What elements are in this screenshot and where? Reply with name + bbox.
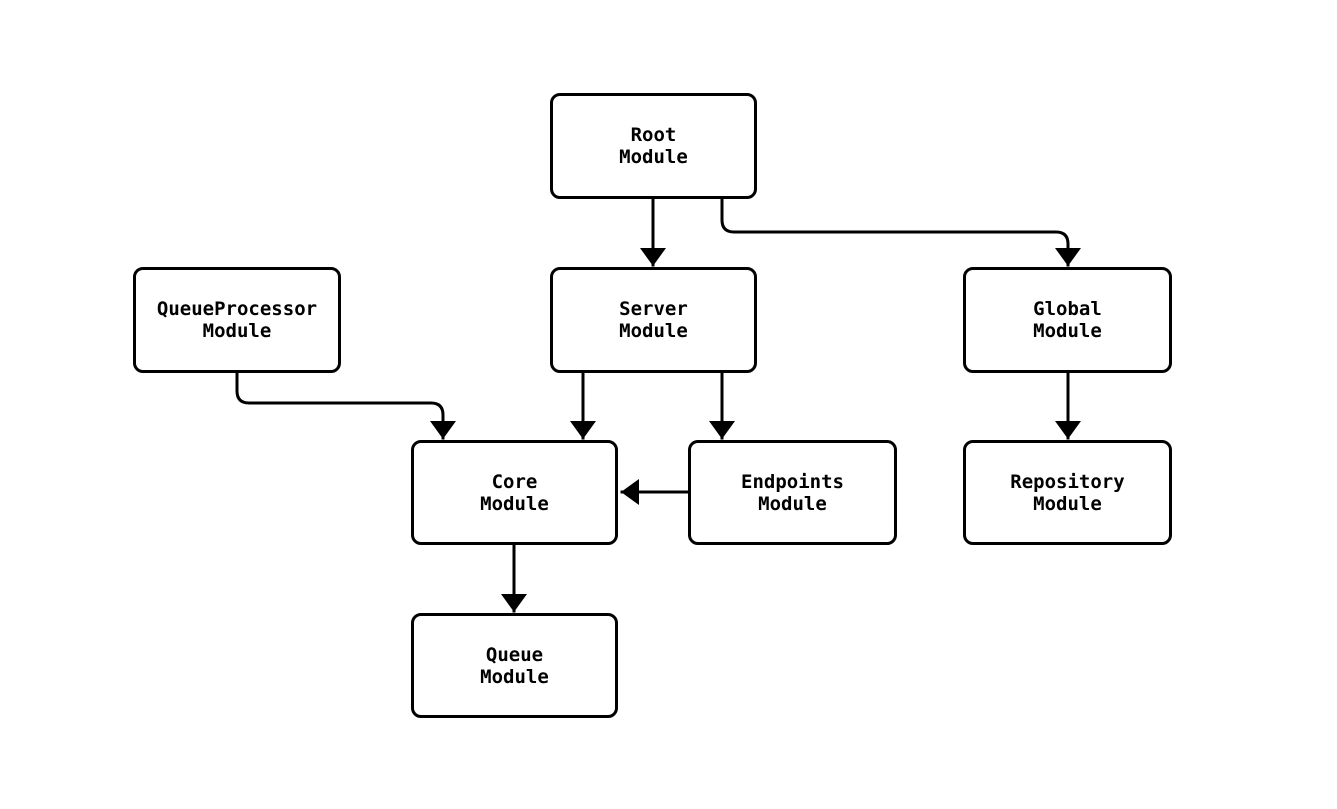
node-global-module: Global Module bbox=[963, 267, 1172, 373]
node-queueprocessor-module-label: QueueProcessor Module bbox=[156, 298, 318, 342]
node-server-module: Server Module bbox=[550, 267, 757, 373]
node-endpoints-module-label: Endpoints Module bbox=[741, 470, 844, 515]
node-core-module-label: Core Module bbox=[480, 470, 549, 515]
node-global-module-label: Global Module bbox=[1033, 298, 1102, 342]
node-core-module: Core Module bbox=[411, 440, 618, 545]
node-queue-module: Queue Module bbox=[411, 613, 618, 718]
node-repository-module: Repository Module bbox=[963, 440, 1172, 545]
edge-root-to-global bbox=[720, 197, 1081, 267]
node-server-module-label: Server Module bbox=[619, 298, 688, 342]
node-repository-module-label: Repository Module bbox=[1010, 470, 1125, 515]
edge-queueprocessor-to-core bbox=[235, 371, 456, 440]
node-endpoints-module: Endpoints Module bbox=[688, 440, 897, 545]
node-queue-module-label: Queue Module bbox=[480, 643, 549, 688]
node-root-module: Root Module bbox=[550, 93, 757, 199]
node-root-module-label: Root Module bbox=[619, 124, 688, 168]
node-queueprocessor-module: QueueProcessor Module bbox=[133, 267, 341, 373]
